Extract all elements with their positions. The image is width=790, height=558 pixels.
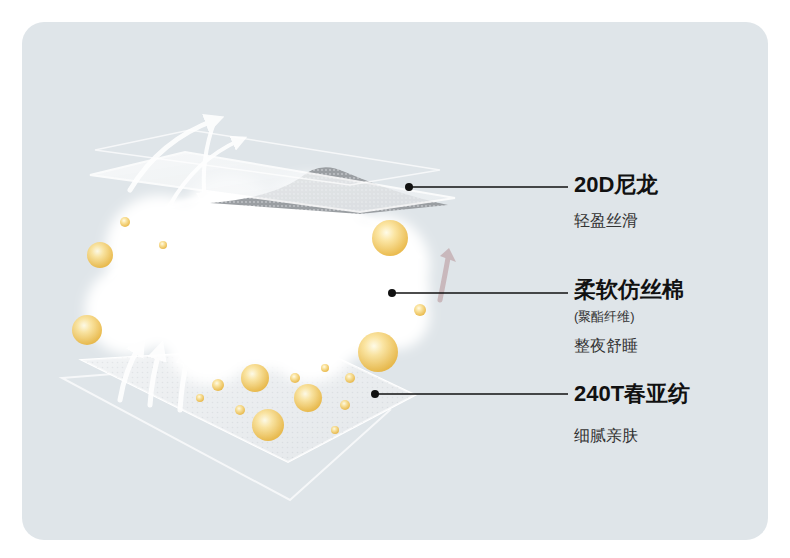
bubble bbox=[321, 364, 329, 372]
fluff-puff bbox=[262, 287, 358, 383]
layer-feature: 细腻亲肤 bbox=[574, 426, 638, 445]
bubble bbox=[87, 242, 113, 268]
panel-ground bbox=[22, 22, 768, 540]
bubble bbox=[159, 241, 167, 249]
leader-lines bbox=[371, 183, 568, 398]
bubble bbox=[290, 373, 300, 383]
bubble bbox=[212, 379, 224, 391]
sheet-outline bbox=[95, 130, 440, 185]
bubble bbox=[345, 373, 355, 383]
leader-line bbox=[375, 393, 568, 395]
leader-line bbox=[392, 292, 568, 294]
bubble bbox=[252, 409, 284, 441]
airflow-arrowhead bbox=[440, 248, 456, 262]
leader-line bbox=[409, 186, 568, 188]
fluff-puff bbox=[85, 265, 175, 355]
bubble bbox=[196, 394, 204, 402]
bubble bbox=[414, 304, 426, 316]
material-note: (聚酯纤维) bbox=[574, 309, 635, 325]
airflow-arrows bbox=[120, 120, 240, 410]
bubble bbox=[358, 332, 398, 372]
airflow-arrow bbox=[120, 345, 140, 400]
bubble bbox=[340, 400, 350, 410]
bubbles bbox=[72, 217, 426, 441]
layer-name: 20D尼龙 bbox=[574, 172, 658, 198]
airflow-arrow bbox=[180, 355, 188, 410]
nylon-layer bbox=[90, 152, 455, 212]
bubble bbox=[331, 426, 339, 434]
airflow-arrow bbox=[204, 120, 215, 200]
layer-feature: 轻盈丝滑 bbox=[574, 211, 638, 230]
layer-name: 柔软仿丝棉 bbox=[574, 277, 684, 303]
bubble bbox=[241, 364, 269, 392]
fluff-wisp bbox=[110, 235, 190, 280]
fluff-puff bbox=[165, 295, 255, 385]
bubble bbox=[72, 315, 102, 345]
fluff-wisp bbox=[350, 215, 420, 260]
bubble bbox=[294, 384, 322, 412]
airflow-arrow bbox=[150, 350, 160, 405]
layer-feature: 整夜舒睡 bbox=[574, 336, 638, 355]
bubble bbox=[235, 405, 245, 415]
layer-name: 240T春亚纺 bbox=[574, 381, 690, 407]
bubble bbox=[120, 217, 130, 227]
bubble bbox=[372, 220, 408, 256]
